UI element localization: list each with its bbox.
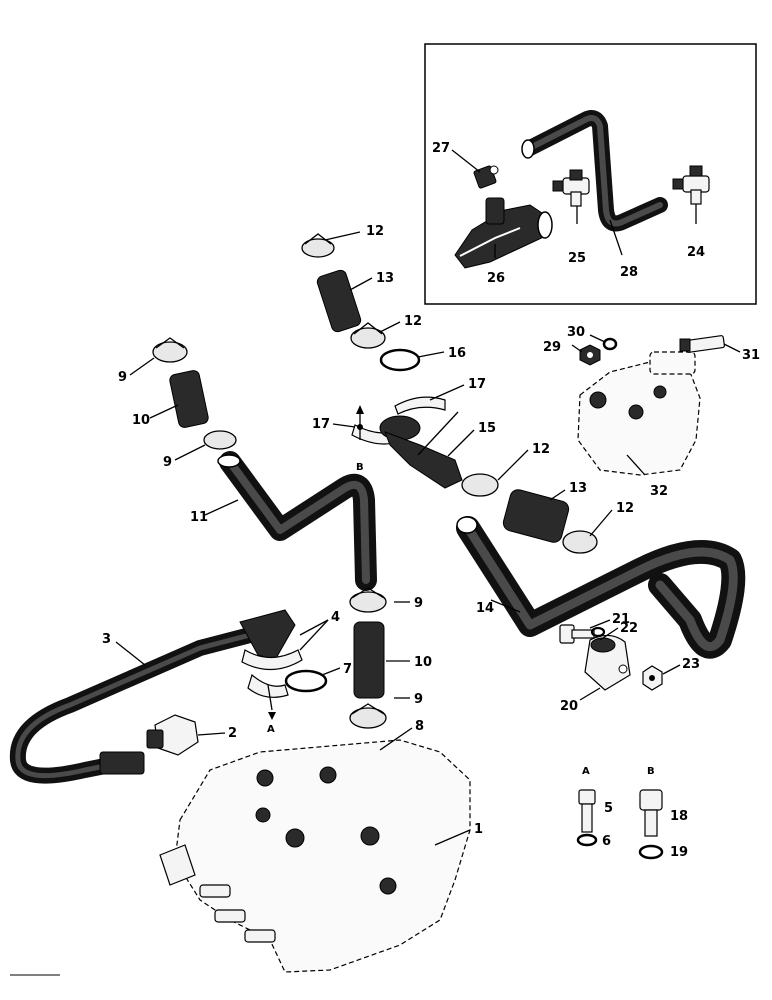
arrow-a bbox=[267, 684, 276, 720]
arrow-a-label: A bbox=[267, 724, 275, 735]
callout-5: 5 bbox=[604, 801, 613, 816]
callout-20: 20 bbox=[560, 699, 578, 714]
callout-6: 6 bbox=[602, 834, 611, 849]
part-20-bracket bbox=[584, 634, 631, 691]
part-23-nut bbox=[642, 665, 663, 691]
callout-27: 27 bbox=[432, 141, 450, 156]
part-7-oring bbox=[284, 669, 328, 693]
part-9-clamp-center-bottom bbox=[349, 703, 387, 729]
callout-9-left-bottom: 9 bbox=[163, 455, 172, 470]
callout-4: 4 bbox=[331, 610, 340, 625]
part-18-bolt bbox=[639, 789, 663, 837]
part-1-control-valve bbox=[159, 739, 471, 973]
callout-17-right: 17 bbox=[468, 377, 486, 392]
part-24-tee bbox=[672, 165, 710, 205]
callout-24: 24 bbox=[687, 245, 705, 260]
callout-12-right-b: 12 bbox=[616, 501, 634, 516]
part-9-clamp-left-top bbox=[152, 337, 188, 363]
part-32-pump bbox=[577, 351, 701, 476]
callout-19: 19 bbox=[670, 845, 688, 860]
part-6-lockwasher bbox=[576, 833, 598, 847]
part-10-hose-center bbox=[353, 621, 385, 699]
callout-9-left-top: 9 bbox=[118, 370, 127, 385]
part-12-clamp-top bbox=[301, 233, 335, 258]
part-22-washer bbox=[590, 626, 606, 638]
part-28-tube bbox=[521, 110, 668, 232]
callout-15: 15 bbox=[478, 421, 496, 436]
callout-12-top: 12 bbox=[366, 224, 384, 239]
part-15-elbow bbox=[379, 415, 463, 489]
callout-17-left: 17 bbox=[312, 417, 330, 432]
part-12-clamp-right-b bbox=[562, 530, 598, 554]
part-25-tee bbox=[552, 169, 590, 207]
callout-22: 22 bbox=[620, 621, 638, 636]
callout-10-left: 10 bbox=[132, 413, 150, 428]
callout-14: 14 bbox=[476, 601, 494, 616]
arrow-b bbox=[356, 405, 364, 440]
callout-12-mid: 12 bbox=[404, 314, 422, 329]
callout-18: 18 bbox=[670, 809, 688, 824]
part-3-hose bbox=[9, 609, 296, 784]
callout-30: 30 bbox=[567, 325, 585, 340]
part-10-hose-left bbox=[169, 370, 209, 428]
callout-3: 3 bbox=[102, 632, 111, 647]
part-31-stud bbox=[679, 335, 725, 353]
callout-23: 23 bbox=[682, 657, 700, 672]
callout-9-center-top: 9 bbox=[414, 596, 423, 611]
part-9-clamp-center-top bbox=[349, 587, 387, 613]
part-26-valve bbox=[454, 197, 553, 269]
bolt-a-label: A bbox=[582, 766, 590, 777]
callout-11: 11 bbox=[190, 510, 208, 525]
part-13-hose-top bbox=[316, 269, 362, 333]
part-27-fitting bbox=[473, 165, 499, 189]
callout-10-center: 10 bbox=[414, 655, 432, 670]
part-21-bolt bbox=[559, 624, 595, 644]
callout-2: 2 bbox=[228, 726, 237, 741]
callout-21: 21 bbox=[612, 612, 630, 627]
leader-lines bbox=[115, 149, 741, 846]
callout-26: 26 bbox=[487, 271, 505, 286]
part-16-oring bbox=[379, 348, 421, 372]
callout-28: 28 bbox=[620, 265, 638, 280]
part-2-elbow-fitting bbox=[146, 714, 199, 756]
part-12-clamp-right-a bbox=[461, 473, 499, 497]
callout-1: 1 bbox=[474, 822, 483, 837]
callout-13-top: 13 bbox=[376, 271, 394, 286]
callout-16: 16 bbox=[448, 346, 466, 361]
part-14-hose bbox=[456, 516, 746, 659]
callout-12-right-a: 12 bbox=[532, 442, 550, 457]
callout-29: 29 bbox=[543, 340, 561, 355]
part-30-washer bbox=[602, 337, 618, 351]
part-19-lockwasher bbox=[638, 844, 664, 860]
inset-frame bbox=[424, 43, 757, 305]
part-29-nut bbox=[579, 344, 601, 366]
callout-8: 8 bbox=[415, 719, 424, 734]
callout-7: 7 bbox=[343, 662, 352, 677]
callout-32: 32 bbox=[650, 484, 668, 499]
part-12-clamp-mid bbox=[350, 322, 386, 349]
callout-9-center-bottom: 9 bbox=[414, 692, 423, 707]
bolt-b-label: B bbox=[647, 766, 655, 777]
callout-31: 31 bbox=[742, 348, 760, 363]
part-13-hose-right bbox=[502, 489, 570, 543]
callout-25: 25 bbox=[568, 251, 586, 266]
callout-13-right: 13 bbox=[569, 481, 587, 496]
part-5-bolt bbox=[578, 789, 596, 833]
part-11-hose bbox=[217, 451, 377, 591]
arrow-b-label: B bbox=[356, 462, 364, 473]
part-9-clamp-left-bottom bbox=[203, 430, 237, 450]
